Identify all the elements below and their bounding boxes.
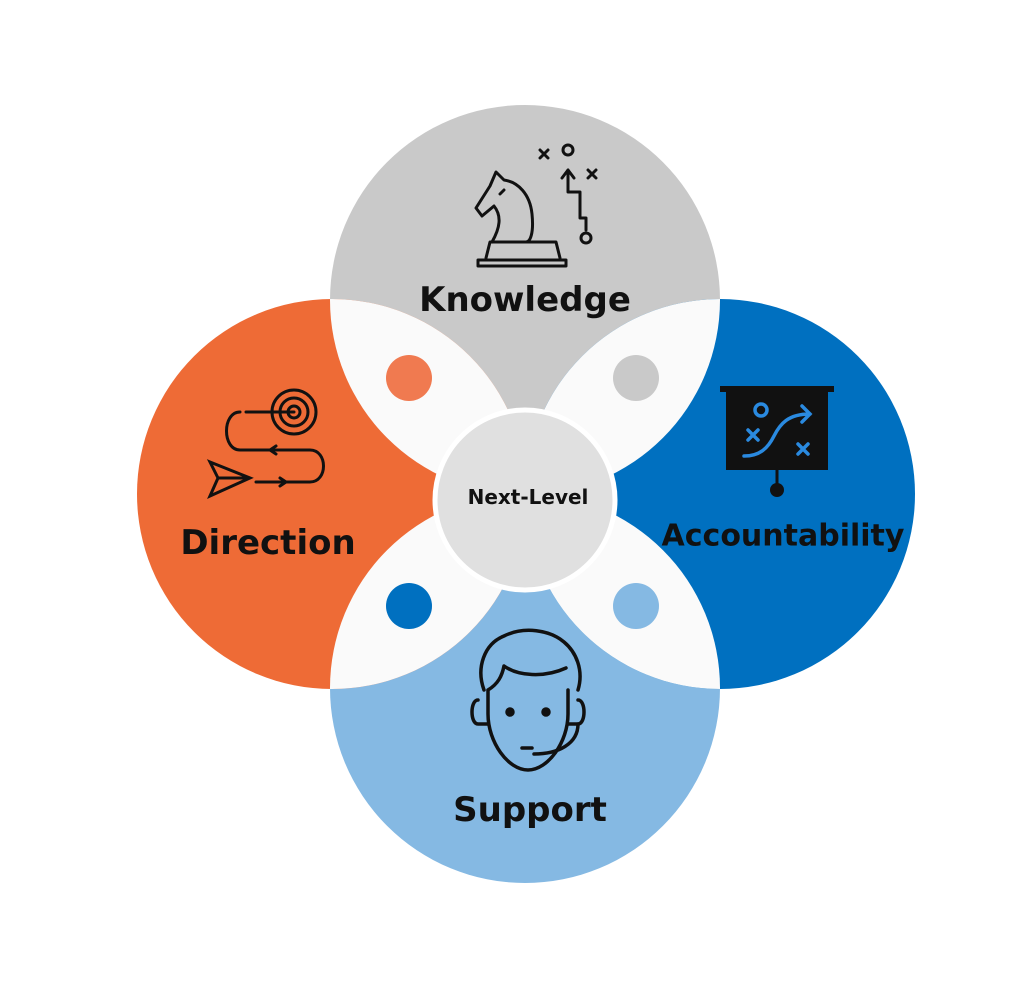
- knowledge-label: Knowledge: [419, 280, 631, 320]
- center-circle: [432, 407, 618, 593]
- dot-light-blue: [613, 583, 659, 629]
- dot-blue: [386, 583, 432, 629]
- dot-orange: [386, 355, 432, 401]
- target-path-icon: [206, 388, 325, 499]
- accountability-label: Accountability: [661, 518, 905, 554]
- dot-gray: [613, 355, 659, 401]
- chess-knight-strategy-icon: [474, 143, 598, 268]
- center-label: Next-Level: [467, 485, 589, 509]
- headset-agent-icon: [470, 628, 586, 772]
- strategy-board-icon: [720, 386, 834, 497]
- direction-label: Direction: [180, 523, 356, 563]
- support-label: Support: [453, 790, 607, 830]
